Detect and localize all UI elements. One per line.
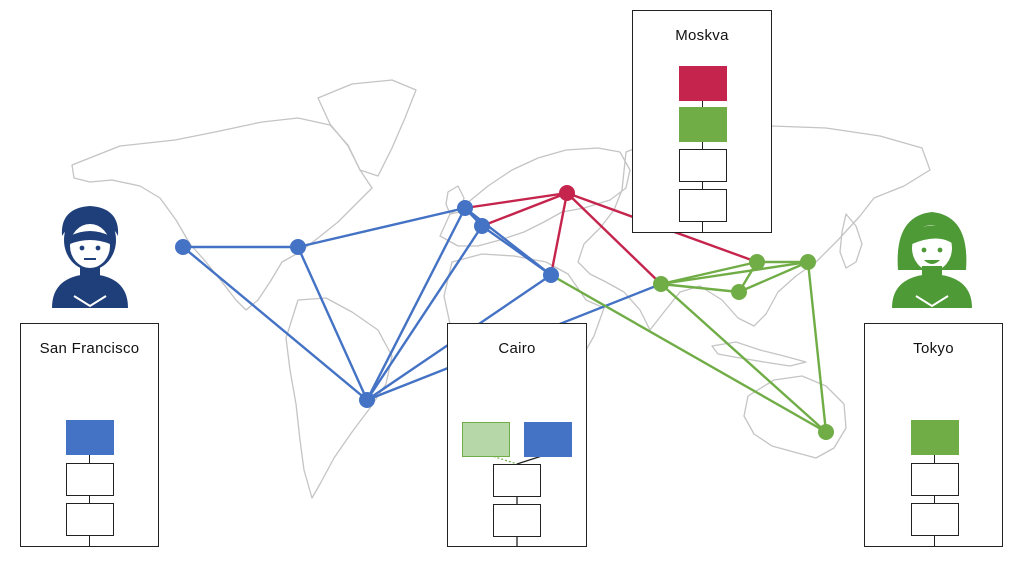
node-hong-kong <box>731 284 747 300</box>
block-empty <box>679 189 727 222</box>
edge <box>549 192 569 276</box>
block-empty <box>493 504 541 537</box>
block-empty <box>679 149 727 182</box>
edge <box>660 260 809 286</box>
edge <box>738 260 809 294</box>
greenland-outline <box>317 79 417 177</box>
edge <box>296 246 369 401</box>
node-san-francisco <box>175 239 191 255</box>
south-america-outline <box>285 297 393 499</box>
edge <box>365 225 484 401</box>
edge <box>806 261 828 433</box>
edge <box>297 206 466 249</box>
edge <box>660 283 827 433</box>
block-green <box>679 107 727 142</box>
block-empty <box>911 463 959 496</box>
network-nodes <box>175 185 834 440</box>
network-edges-green <box>550 260 828 434</box>
panel-tokyo: Tokyo <box>864 323 1003 547</box>
edge <box>481 191 568 228</box>
block-empty <box>66 503 114 536</box>
edge <box>464 191 568 210</box>
panel-cairo: Cairo <box>447 323 587 547</box>
node-india <box>653 276 669 292</box>
panel-san-francisco: San Francisco <box>20 323 159 547</box>
north-america-outline <box>71 117 373 311</box>
edge <box>182 246 368 401</box>
block-blue <box>524 422 572 457</box>
japan-outline <box>839 213 863 269</box>
panel-title: San Francisco <box>39 340 140 357</box>
node-new-york <box>290 239 306 255</box>
block-red <box>679 66 727 101</box>
node-cairo <box>543 267 559 283</box>
panel-moskva: Moskva <box>632 10 772 233</box>
block-green <box>911 420 959 455</box>
block-blue <box>66 420 114 455</box>
block-empty <box>66 463 114 496</box>
asia-outline <box>577 125 931 331</box>
edge <box>660 260 758 286</box>
node-sao-paulo <box>359 392 375 408</box>
network-edges-blue <box>182 206 662 402</box>
male-user-icon <box>52 206 128 308</box>
block-empty <box>911 503 959 536</box>
node-paris <box>474 218 490 234</box>
node-london <box>457 200 473 216</box>
edge <box>550 273 827 434</box>
edge <box>464 207 552 276</box>
indonesia-outline <box>711 341 807 367</box>
node-china <box>749 254 765 270</box>
panel-title: Tokyo <box>913 340 954 357</box>
node-sydney <box>818 424 834 440</box>
block-empty <box>493 464 541 497</box>
panel-title: Moskva <box>675 27 729 44</box>
block-light-green <box>462 422 510 457</box>
node-moskva <box>559 185 575 201</box>
node-tokyo <box>800 254 816 270</box>
edge <box>365 207 467 401</box>
edge <box>660 282 740 294</box>
panel-title: Cairo <box>498 340 536 357</box>
edge <box>566 192 662 285</box>
female-user-icon <box>892 212 972 308</box>
australia-outline <box>743 375 847 459</box>
